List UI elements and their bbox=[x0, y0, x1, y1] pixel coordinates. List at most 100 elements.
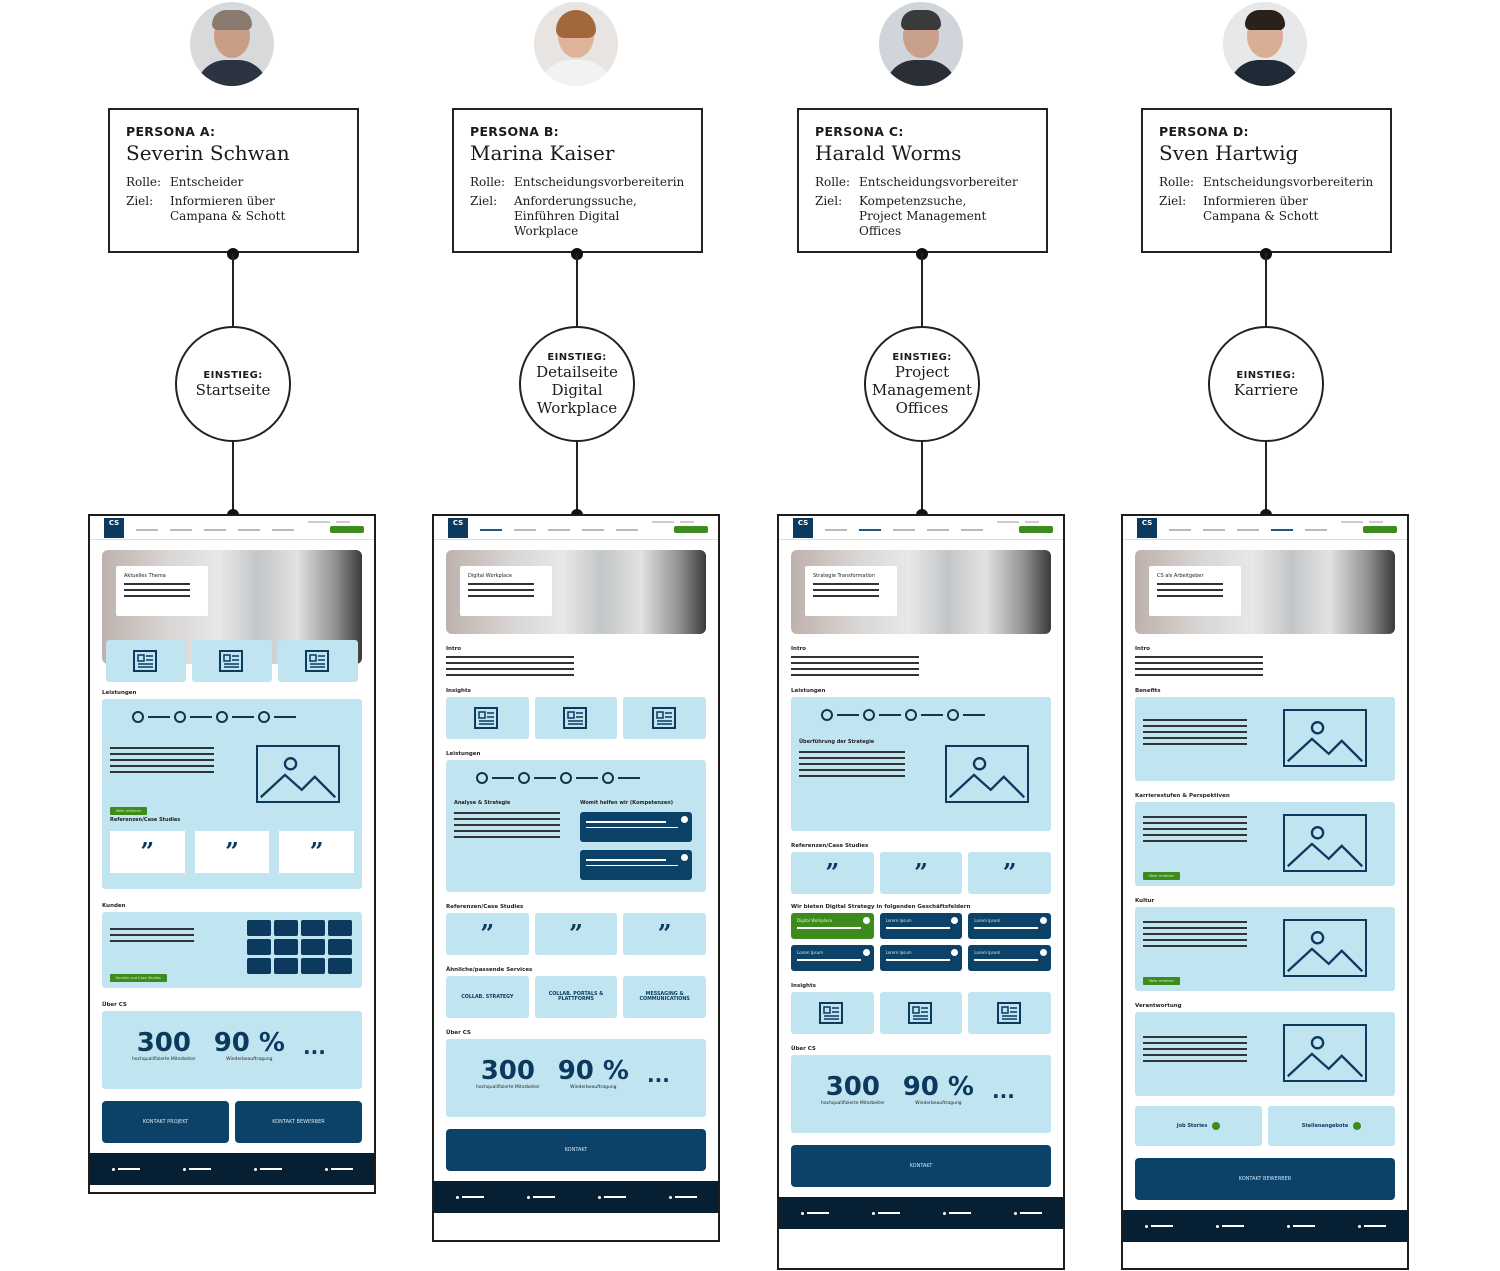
card-label: Lorem Ipsum bbox=[885, 950, 912, 955]
logo-grid bbox=[247, 920, 352, 974]
cs-logo: CS bbox=[793, 518, 813, 538]
section-title: Leistungen bbox=[102, 690, 137, 696]
card-label: Lorem Ipsum bbox=[797, 950, 824, 955]
stat-more: ... bbox=[992, 1079, 1015, 1103]
analyse-label: Analyse & Strategie bbox=[454, 800, 511, 806]
newspaper-icon bbox=[219, 650, 243, 672]
article-tile bbox=[968, 992, 1052, 1034]
newspaper-icon bbox=[305, 650, 329, 672]
goal-label: Ziel: bbox=[1159, 194, 1187, 208]
nav-cta-button bbox=[674, 526, 708, 533]
quote-tile: ” bbox=[791, 852, 874, 894]
wf-footer bbox=[434, 1181, 718, 1213]
cs-logo: CS bbox=[1137, 518, 1157, 538]
section-title: Über CS bbox=[446, 1030, 471, 1036]
wf-footer bbox=[779, 1197, 1063, 1229]
quote-tile: ” bbox=[534, 913, 618, 955]
kompetenz-card bbox=[580, 850, 692, 880]
wf-nav: CS bbox=[1123, 516, 1407, 540]
wf-footer bbox=[1123, 1210, 1407, 1242]
kunden-button: Kunden und Case Studies bbox=[110, 974, 167, 982]
entry-label: EINSTIEG: bbox=[547, 351, 607, 363]
goal-value: Informieren über Campana & Schott bbox=[1203, 194, 1319, 223]
stat-caption: hochqualifizierte Mitarbeiter bbox=[132, 1057, 196, 1062]
quote-icon: ” bbox=[825, 858, 840, 887]
card-label: Lorem Ipsum bbox=[974, 950, 1001, 955]
hero-banner: CS als Arbeitgeber bbox=[1135, 550, 1395, 634]
persona-column-c: PERSONA C: Harald Worms Rolle:Entscheidu… bbox=[749, 0, 1094, 1271]
section-title: Referenzen/Case Studies bbox=[446, 904, 524, 910]
hero-label: CS als Arbeitgeber bbox=[1157, 573, 1204, 579]
quote-icon: ” bbox=[1002, 858, 1017, 887]
quote-tile: ” bbox=[623, 913, 707, 955]
entry-circle: EINSTIEG: Project Management Offices bbox=[864, 326, 980, 442]
geschaeftsfeld-card: Lorem Ipsum bbox=[791, 945, 874, 971]
stat-caption: hochqualifizierte Mitarbeiter bbox=[821, 1101, 885, 1106]
wf-footer bbox=[90, 1153, 374, 1185]
wf-nav: CS bbox=[90, 516, 374, 540]
role-value: Entscheidungsvorbereiterin bbox=[514, 175, 685, 189]
newspaper-icon bbox=[996, 1002, 1021, 1024]
hero-label: Aktuelles Thema bbox=[124, 573, 166, 579]
goal-label: Ziel: bbox=[126, 194, 154, 208]
entry-circle: EINSTIEG: Detailseite Digital Workplace bbox=[519, 326, 635, 442]
karriere-panel: Mehr erfahren bbox=[1135, 802, 1395, 886]
quote-icon: ” bbox=[309, 837, 324, 866]
article-tile bbox=[278, 640, 358, 682]
quote-tile: ” bbox=[879, 852, 963, 894]
newspaper-icon bbox=[819, 1002, 844, 1024]
verantwortung-panel bbox=[1135, 1012, 1395, 1096]
geschaeftsfeld-card: Lorem Ipsum bbox=[879, 913, 963, 939]
pill-label: Stellenangebote bbox=[1301, 1123, 1349, 1129]
quote-tile: ” bbox=[110, 831, 185, 873]
geschaeftsfeld-card: Lorem Ipsum bbox=[968, 913, 1051, 939]
persona-card: PERSONA D: Sven Hartwig Rolle:Entscheidu… bbox=[1141, 108, 1392, 253]
persona-column-d: PERSONA D: Sven Hartwig Rolle:Entscheidu… bbox=[1093, 0, 1438, 1271]
entry-page: Detailseite Digital Workplace bbox=[536, 362, 618, 417]
service-tile: MESSAGING & COMMUNICATIONS bbox=[623, 976, 707, 1018]
entry-label: EINSTIEG: bbox=[892, 351, 952, 363]
role-label: Rolle: bbox=[126, 175, 162, 189]
stat-more: ... bbox=[647, 1063, 670, 1087]
geschaeftsfeld-card: Lorem Ipsum bbox=[879, 945, 963, 971]
goal-value: Kompetenzsuche, Project Management Offic… bbox=[859, 194, 987, 238]
stat-number: 300 bbox=[480, 1056, 535, 1086]
role-label: Rolle: bbox=[1159, 175, 1195, 189]
wireframe-startseite: CS Aktuelles Thema Leistungen Mehr erfah… bbox=[88, 514, 376, 1194]
card-label: Lorem Ipsum bbox=[974, 918, 1001, 923]
wireframe-karriere: CS CS als Arbeitgeber Intro Benefits Kar… bbox=[1121, 514, 1409, 1270]
article-tile bbox=[534, 697, 618, 739]
section-title: Intro bbox=[791, 646, 807, 652]
image-placeholder-icon bbox=[945, 745, 1029, 803]
entry-page: Project Management Offices bbox=[871, 362, 973, 417]
service-tile: COLLAB. PORTALS & PLATTFORMS bbox=[534, 976, 618, 1018]
article-tile bbox=[192, 640, 272, 682]
persona-name: Sven Hartwig bbox=[1159, 141, 1299, 165]
person-photo-icon bbox=[190, 2, 274, 86]
kontakt-bewerber-button: KONTAKT BEWERBER bbox=[1135, 1158, 1395, 1200]
wf-nav: CS bbox=[779, 516, 1063, 540]
person-photo-icon bbox=[1223, 2, 1307, 86]
section-title: Kunden bbox=[102, 903, 126, 909]
person-photo-icon bbox=[879, 2, 963, 86]
service-tile: COLLAB. STRATEGY bbox=[446, 976, 529, 1018]
quote-icon: ” bbox=[569, 919, 583, 948]
hero-label: Digital Workplace bbox=[468, 573, 512, 579]
connector-line bbox=[1265, 441, 1267, 515]
entry-circle: EINSTIEG: Karriere bbox=[1208, 326, 1324, 442]
persona-name: Severin Schwan bbox=[126, 141, 290, 165]
entry-page: Startseite bbox=[195, 380, 271, 399]
section-title: Ähnliche/passende Services bbox=[446, 967, 533, 973]
goal-value: Informieren über Campana & Schott bbox=[170, 194, 286, 223]
entry-circle: EINSTIEG: Startseite bbox=[175, 326, 291, 442]
persona-header: PERSONA A: bbox=[126, 124, 216, 139]
connector-line bbox=[1265, 253, 1267, 327]
more-button: Mehr erfahren bbox=[1143, 872, 1180, 880]
job-stories-tile: Job Stories bbox=[1135, 1106, 1262, 1146]
newspaper-icon bbox=[908, 1002, 932, 1024]
card-label: Digital Workplace bbox=[797, 918, 833, 923]
entry-label: EINSTIEG: bbox=[1236, 369, 1296, 381]
